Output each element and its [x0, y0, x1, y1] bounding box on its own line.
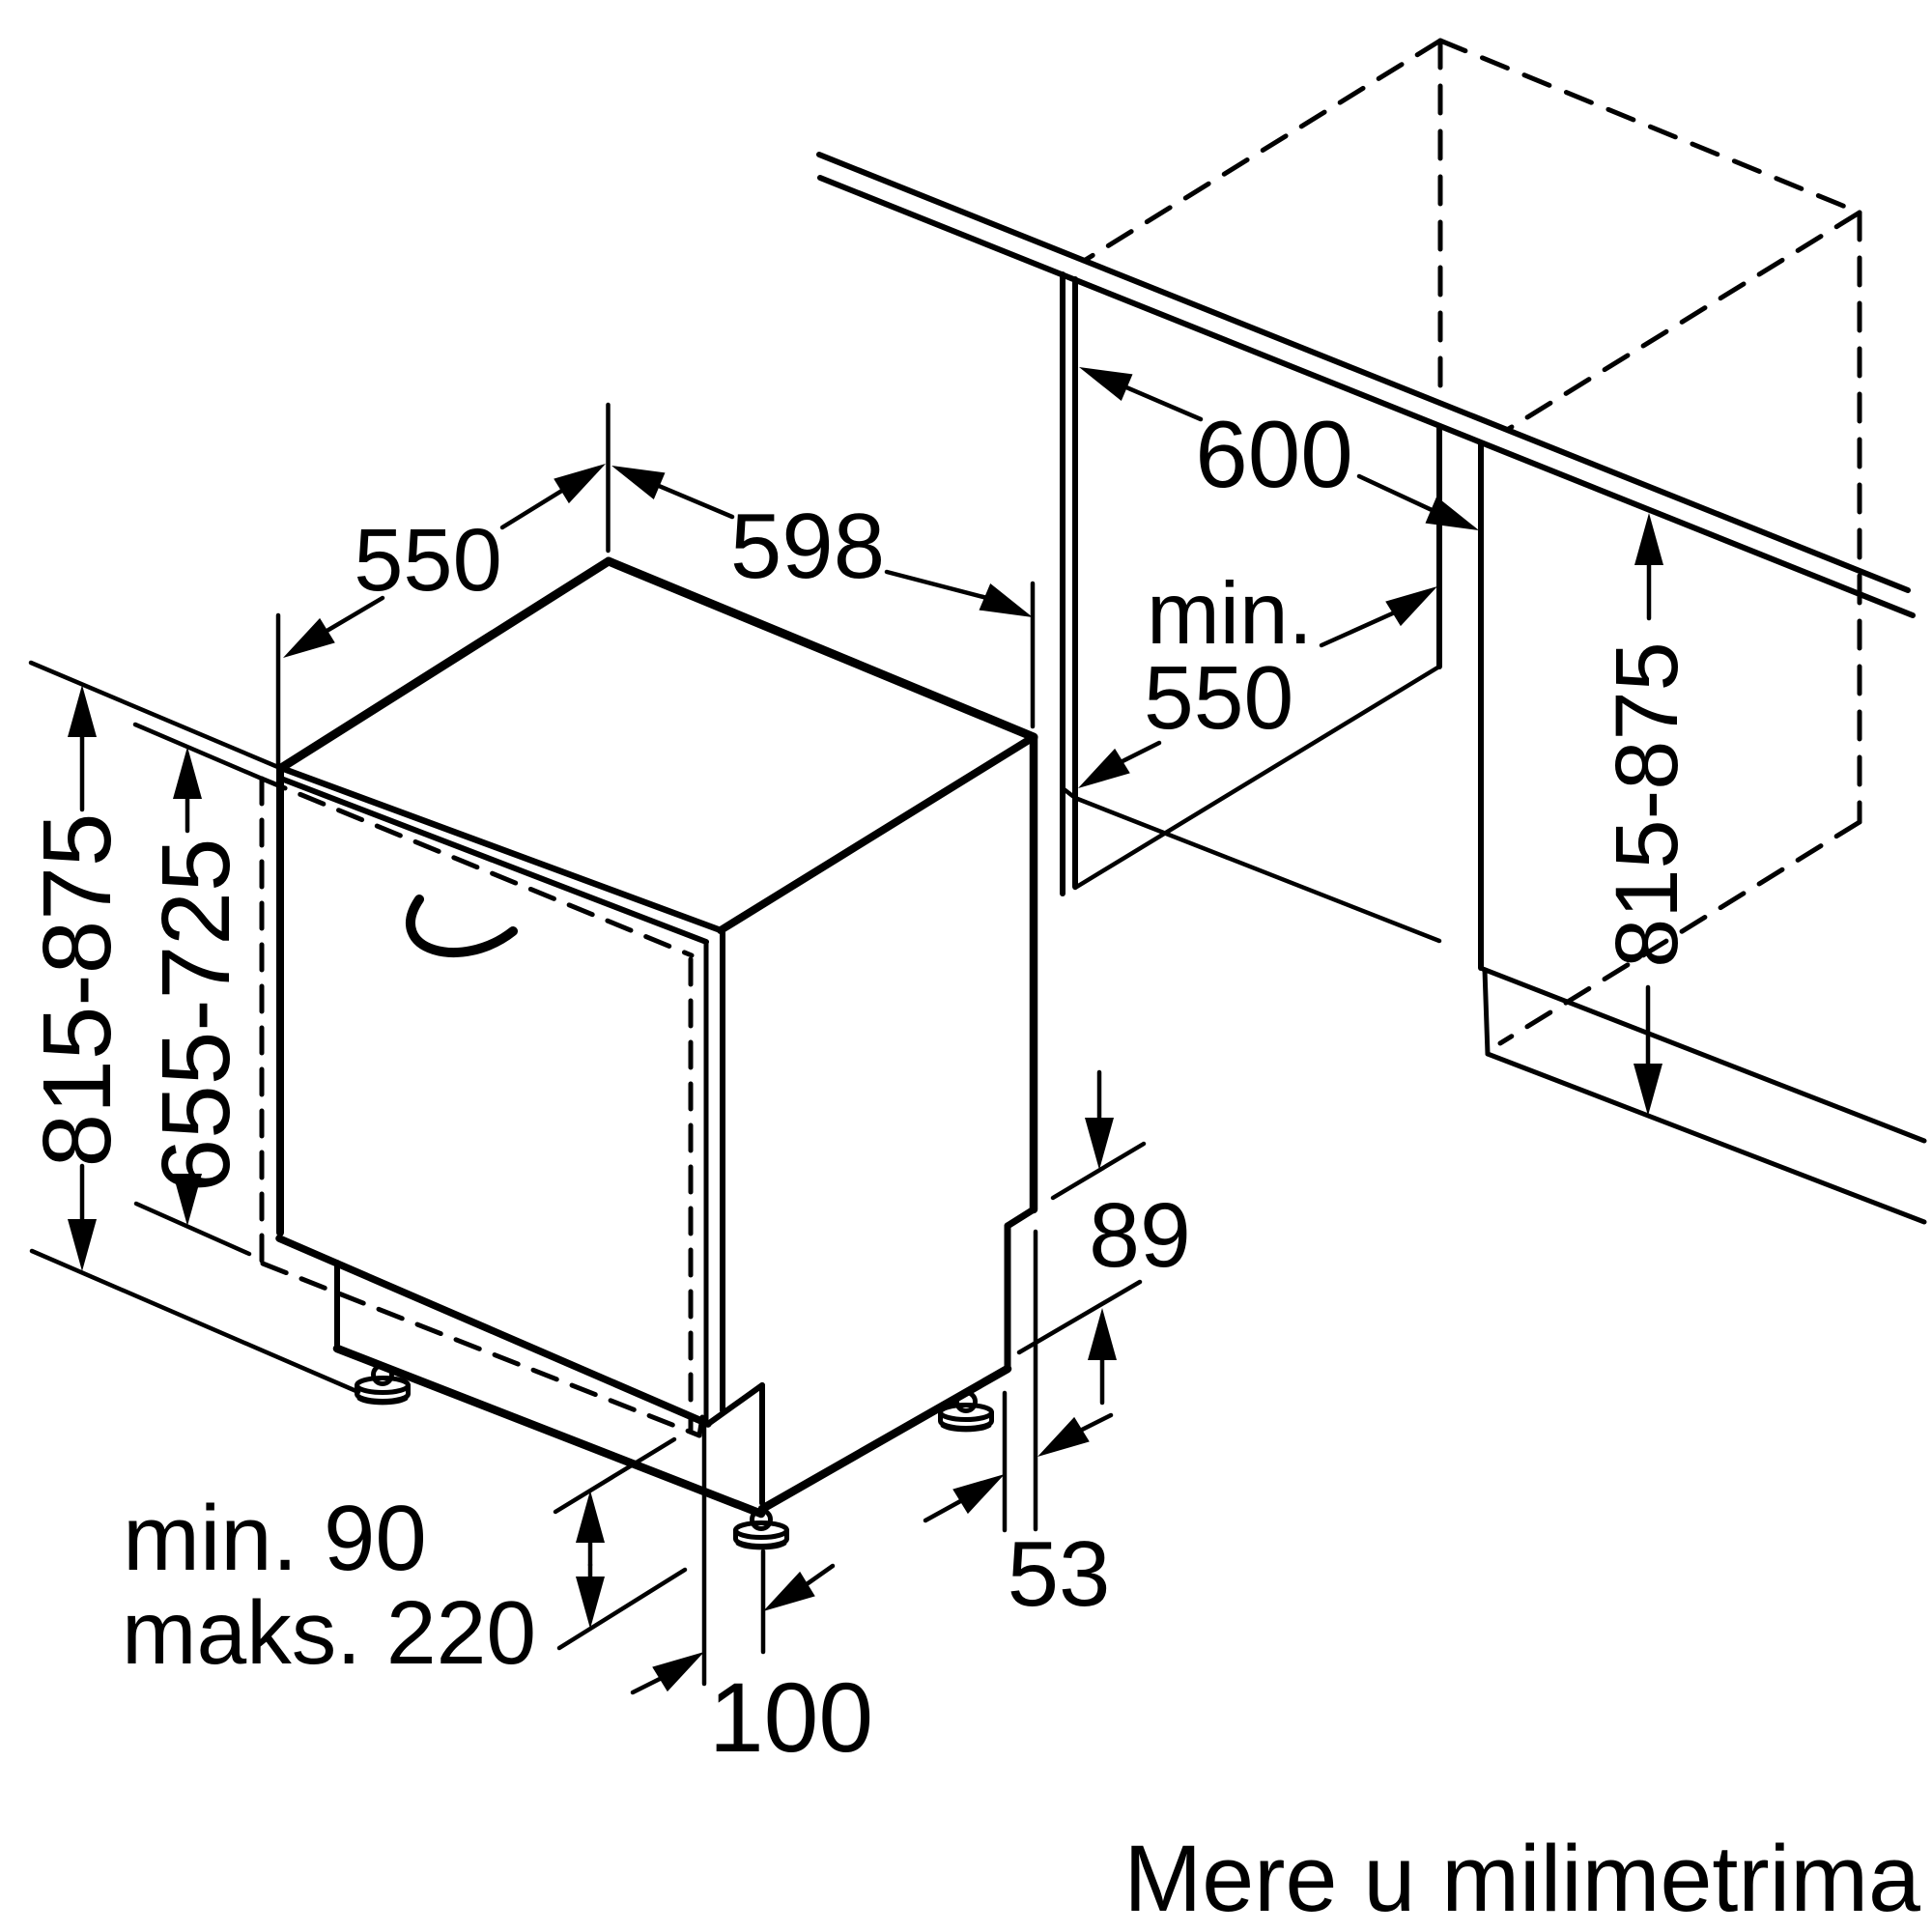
svg-text:550: 550 — [354, 511, 502, 610]
svg-text:815-875: 815-875 — [23, 813, 131, 1168]
svg-text:600: 600 — [1195, 401, 1353, 507]
svg-text:min. 90: min. 90 — [123, 1487, 427, 1590]
svg-text:598: 598 — [730, 495, 885, 598]
svg-text:100: 100 — [709, 1662, 873, 1773]
svg-text:53: 53 — [1008, 1522, 1111, 1626]
svg-text:89: 89 — [1089, 1184, 1191, 1287]
svg-text:550: 550 — [1144, 647, 1293, 748]
svg-text:min.: min. — [1147, 565, 1313, 663]
svg-text:Mere u milimetrima: Mere u milimetrima — [1123, 1826, 1920, 1931]
svg-text:655-725: 655-725 — [142, 838, 250, 1193]
svg-text:815-875: 815-875 — [1598, 641, 1696, 968]
svg-text:maks. 220: maks. 220 — [122, 1582, 536, 1683]
